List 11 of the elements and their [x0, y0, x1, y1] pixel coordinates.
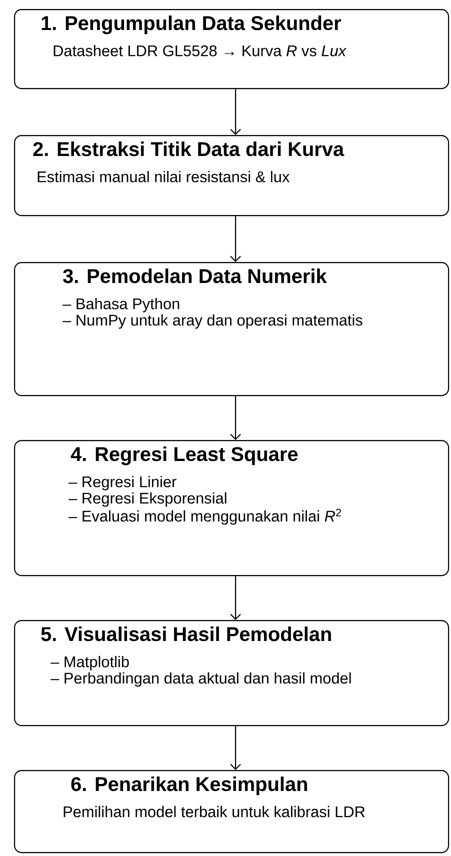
- arrow: [230, 726, 241, 770]
- arrow: [230, 216, 241, 262]
- arrow: [230, 396, 241, 440]
- process-box: 5. Visualisasi Hasil Pemodelan – Matplotlib – Perbandingan data aktual dan hasil model: [14, 620, 450, 726]
- arrow: [230, 576, 241, 620]
- process-box: 6. Penarikan Kesimpulan Pemilihan model terbaik untuk kalibrasi LDR: [14, 770, 450, 854]
- process-box: 4. Regresi Least Square – Regresi Linier – Regresi Eksporensial – Evaluasi model menggunakan nilai R$^{2}$: [14, 440, 450, 576]
- process-box: 1. Pengumpulan Data Sekunder Datasheet LDR GL5528 → Kurva R vs Lux: [14, 9, 450, 90]
- process-box: 2. Ekstraksi Titik Data dari Kurva Estimasi manual nilai resistansi & lux: [14, 135, 450, 216]
- arrow: [230, 89, 241, 135]
- process-box: 3. Pemodelan Data Numerik – Bahasa Python – NumPy untuk aray dan operasi matematis: [14, 262, 450, 396]
